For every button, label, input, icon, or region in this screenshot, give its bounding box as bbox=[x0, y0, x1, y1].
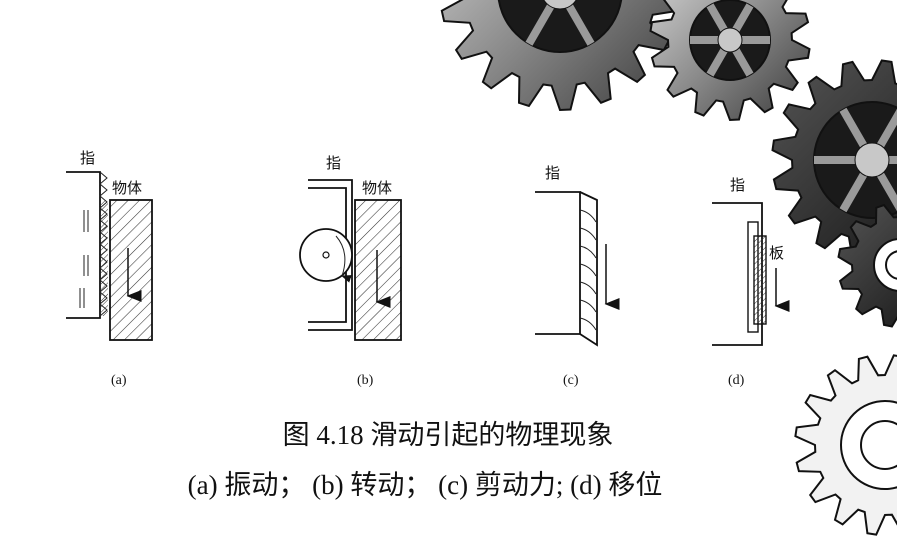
caption-d: (d) bbox=[728, 373, 745, 388]
finger-label-b: 指 bbox=[326, 154, 341, 172]
gear-icon bbox=[771, 59, 897, 261]
caption-a: (a) bbox=[111, 373, 127, 388]
caption-b: (b) bbox=[357, 373, 374, 388]
finger-label-c: 指 bbox=[545, 164, 560, 182]
finger-label-a: 指 bbox=[80, 149, 95, 167]
gear-icon bbox=[440, 0, 681, 112]
object-label-d: 板 bbox=[769, 244, 784, 262]
gear-icon bbox=[794, 354, 897, 536]
figure-subtitle: (a) 振动； (b) 转动； (c) 剪动力; (d) 移位 bbox=[188, 470, 663, 500]
figure-d: 指 板 (d) bbox=[712, 176, 790, 388]
gear-decoration bbox=[440, 0, 897, 536]
gear-icon bbox=[837, 203, 897, 328]
object-label-a: 物体 bbox=[112, 179, 142, 197]
finger-label-d: 指 bbox=[730, 176, 745, 194]
figure-a: 指 物体 (a) bbox=[66, 149, 153, 388]
gear-icon bbox=[649, 0, 811, 122]
figure-title: 图 4.18 滑动引起的物理现象 bbox=[283, 420, 614, 450]
object-label-b: 物体 bbox=[362, 179, 392, 197]
figure-c: 指 (c) bbox=[535, 164, 620, 388]
figure-b: 指 物体 (b) bbox=[299, 154, 402, 388]
caption-c: (c) bbox=[563, 373, 579, 388]
